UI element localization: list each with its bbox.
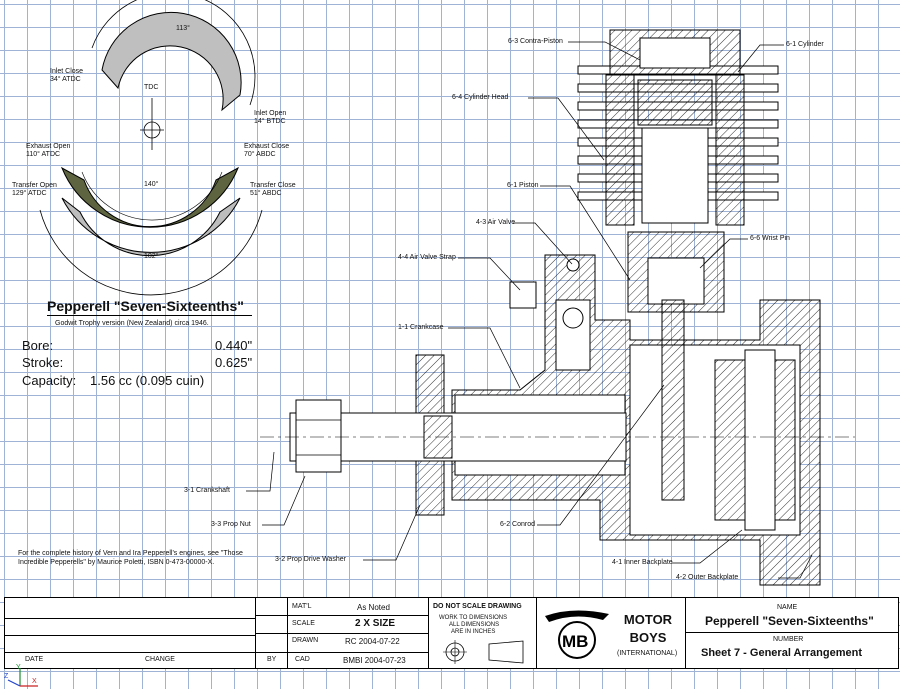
part-1-1: 1-1 Crankcase <box>398 324 444 331</box>
scale-value: 2 X SIZE <box>355 618 396 629</box>
spec-capacity-label: Capacity: <box>22 373 77 388</box>
exhaust-close-value: 70° ABDC <box>244 151 276 158</box>
inlet-open-label: Inlet Open <box>254 110 287 117</box>
part-6-3: 6-3 Contra-Piston <box>508 38 563 45</box>
part-6-1-cylinder: 6-1 Cylinder <box>786 41 824 48</box>
transfer-close-value: 51° ABDC <box>250 190 282 197</box>
change-label: CHANGE <box>145 656 175 663</box>
transfer-arc <box>61 197 241 257</box>
angle-102: 102° <box>144 253 159 260</box>
spec-stroke-label: Stroke: <box>22 355 64 370</box>
number-value: Sheet 7 - General Arrangement <box>701 647 862 659</box>
drawn-value: RC 2004-07-22 <box>345 637 400 646</box>
projection-symbol <box>443 640 524 664</box>
inlet-arc <box>101 11 242 112</box>
transfer-open-value: 129° ATDC <box>12 190 47 197</box>
inlet-close-value: 34° ATDC <box>50 76 81 83</box>
by-label: BY <box>267 656 277 663</box>
part-6-2: 6-2 Conrod <box>500 521 536 528</box>
matl-value: As Noted <box>357 603 390 612</box>
matl-label: MAT'L <box>292 603 312 610</box>
inlet-close-label: Inlet Close <box>50 68 84 75</box>
exhaust-arc <box>61 166 239 228</box>
axis-y: Y <box>16 664 21 671</box>
timing-diagram <box>39 0 263 296</box>
part-6-6: 6-6 Wrist Pin <box>750 235 790 242</box>
spec-stroke-value: 0.625" <box>215 355 253 370</box>
part-4-1: 4-1 Inner Backplate <box>612 559 673 566</box>
engine-section <box>260 29 855 586</box>
drawing-title: Pepperell "Seven-Sixteenths" <box>47 298 244 314</box>
axis-x: X <box>32 678 37 685</box>
leader-lines <box>246 41 813 579</box>
tdc-label: TDC <box>144 84 159 91</box>
exhaust-open-label: Exhaust Open <box>26 143 71 150</box>
history-note: For the complete history of Vern and Ira… <box>18 550 243 566</box>
date-label: DATE <box>25 656 44 663</box>
drawing-subtitle: Godwit Trophy version (New Zealand) circ… <box>55 320 209 327</box>
exhaust-open-value: 110° ATDC <box>26 151 61 158</box>
cad-label: CAD <box>295 656 310 663</box>
brand-international: (INTERNATIONAL) <box>617 650 678 657</box>
part-6-1-piston: 6-1 Piston <box>507 182 539 189</box>
inlet-open-value: 14° BTDC <box>254 118 286 125</box>
axis-z: Z <box>4 673 9 680</box>
part-3-1: 3-1 Crankshaft <box>184 487 230 494</box>
angle-140: 140° <box>144 181 159 188</box>
transfer-close-label: Transfer Close <box>250 182 296 189</box>
angle-113: 113° <box>176 25 190 32</box>
part-4-2: 4-2 Outer Backplate <box>676 574 739 581</box>
do-not-scale: DO NOT SCALE DRAWING <box>433 603 522 610</box>
exhaust-close-label: Exhaust Close <box>244 143 290 150</box>
spec-capacity-value: 1.56 cc (0.095 cuin) <box>90 373 205 388</box>
part-4-4: 4-4 Air Valve Strap <box>398 254 456 261</box>
spec-bore-label: Bore: <box>22 338 54 353</box>
name-value: Pepperell "Seven-Sixteenths" <box>705 614 874 628</box>
motor-boys-logo: MB <box>545 610 609 659</box>
all-dims: ALL DIMENSIONS <box>449 622 500 628</box>
work-to-dims: WORK TO DIMENSIONS <box>439 615 508 621</box>
name-label: NAME <box>777 604 798 611</box>
spec-bore-value: 0.440" <box>215 338 253 353</box>
brand-boys: BOYS <box>629 630 667 645</box>
brand-motor: MOTOR <box>623 612 673 627</box>
part-6-4: 6-4 Cylinder Head <box>452 94 509 101</box>
part-4-3: 4-3 Air Valve <box>476 219 516 226</box>
number-label: NUMBER <box>773 636 804 643</box>
drawn-label: DRAWN <box>292 637 319 644</box>
transfer-open-label: Transfer Open <box>12 182 57 189</box>
cad-value: BMBI 2004-07-23 <box>343 656 406 665</box>
title-underline <box>47 315 252 316</box>
in-inches: ARE IN INCHES <box>451 629 496 635</box>
scale-label: SCALE <box>292 620 315 627</box>
part-3-2: 3-2 Prop Drive Washer <box>275 556 346 563</box>
title-block: MAT'L As Noted SCALE 2 X SIZE DRAWN RC 2… <box>4 597 899 669</box>
logo-letters: MB <box>562 632 588 651</box>
ucs-axis-icon: Y X Z <box>4 664 38 687</box>
part-3-3: 3-3 Prop Nut <box>211 521 251 528</box>
